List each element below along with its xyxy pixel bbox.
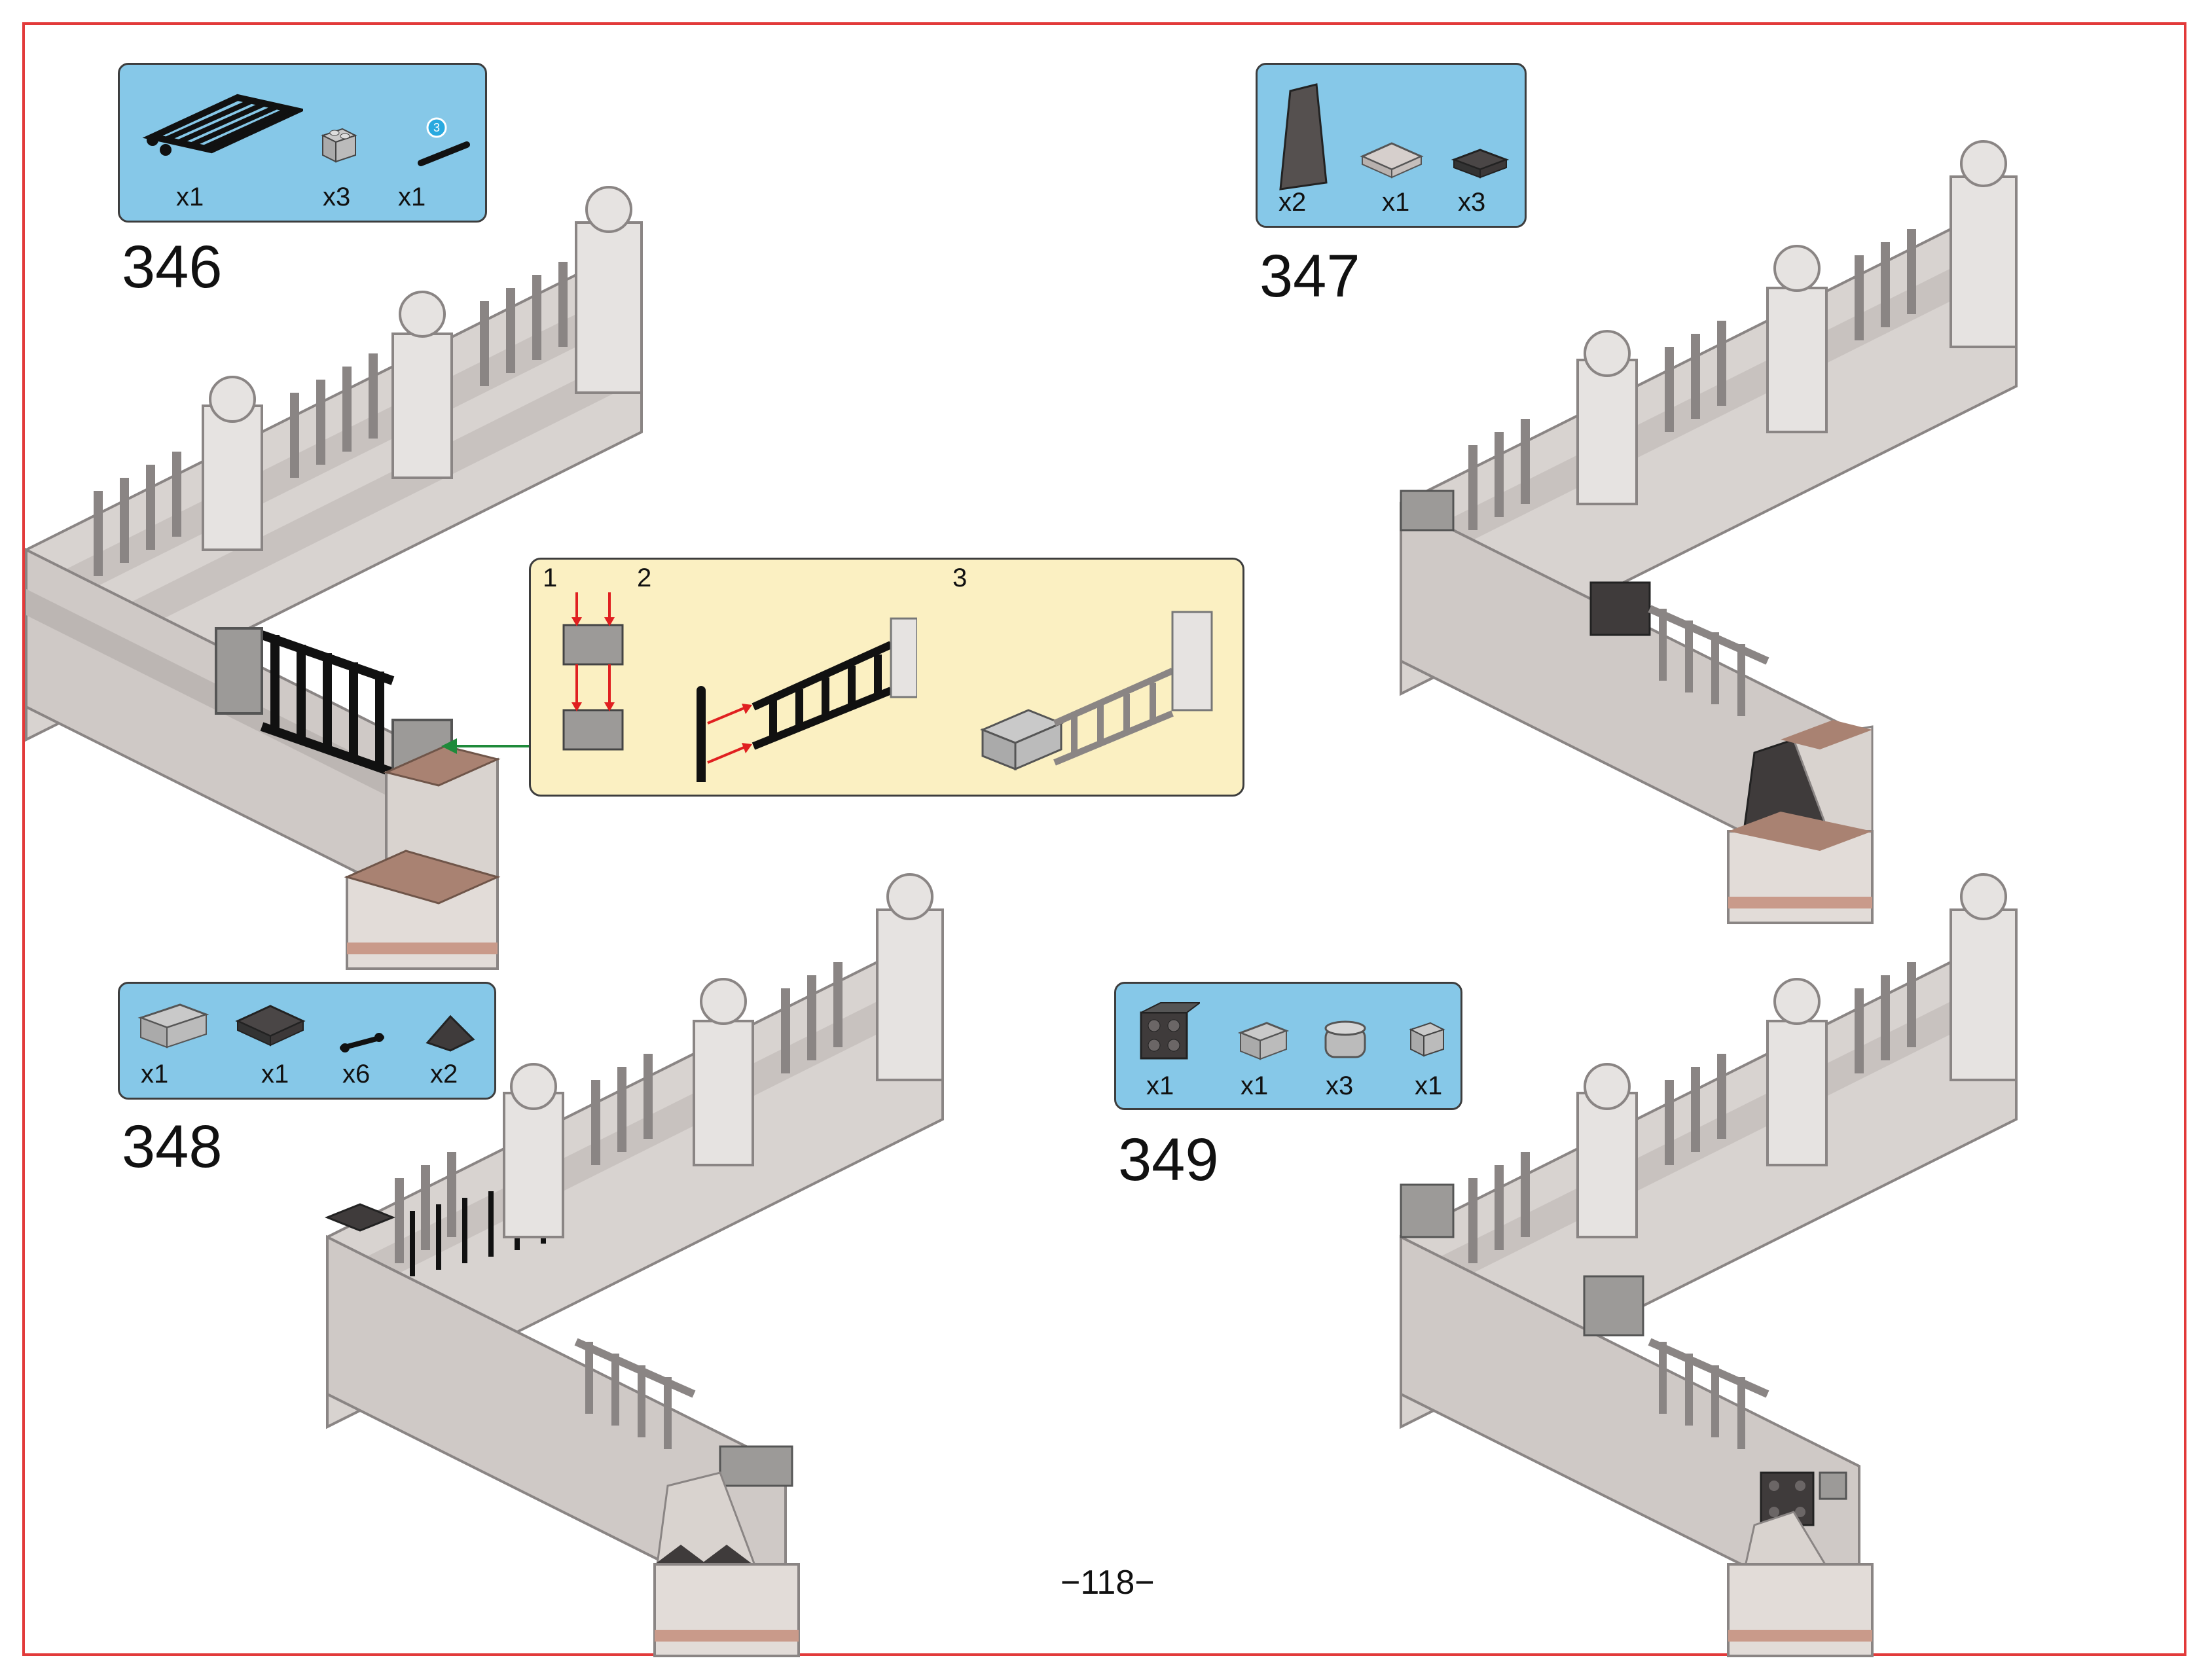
part-qty: x3 xyxy=(1326,1071,1354,1100)
step-number: 347 xyxy=(1260,243,1360,310)
step-number: 349 xyxy=(1118,1126,1219,1193)
black-bar-icon: 3 xyxy=(418,117,470,166)
substep-number: 2 xyxy=(637,564,652,592)
part-qty: x3 xyxy=(323,183,351,211)
fence-model-348 xyxy=(324,873,944,1657)
parts-box-347: x2 x1 x3 xyxy=(1256,63,1527,228)
black-fence-gate-icon xyxy=(142,94,303,156)
grey-brick-1x2-icon xyxy=(1237,1022,1290,1060)
step-number: 348 xyxy=(122,1113,223,1180)
part-qty: x1 xyxy=(398,183,426,211)
dark-slope-cheese-icon xyxy=(426,1015,475,1052)
dark-grey-plate-2x2-icon xyxy=(235,1005,306,1047)
black-clip-icon xyxy=(340,1033,384,1052)
parts-box-349: x1 x1 x3 x1 xyxy=(1114,982,1462,1110)
bar-length-label: 3 xyxy=(433,121,440,134)
page-number: −118− xyxy=(1061,1564,1155,1602)
part-qty: x1 xyxy=(176,183,204,211)
callout-arrow xyxy=(441,738,530,754)
part-qty: x1 xyxy=(1241,1071,1269,1100)
dark-slope-icon xyxy=(1279,83,1328,190)
grey-brick-1x3-icon xyxy=(137,1003,209,1049)
parts-box-348: x1 x1 x6 x2 xyxy=(118,982,496,1100)
substep-number: 3 xyxy=(952,564,968,592)
grey-brick-clip-icon xyxy=(1409,1022,1445,1057)
substep-2-drawing xyxy=(697,617,917,782)
step-number: 346 xyxy=(122,234,223,300)
part-qty: x1 xyxy=(261,1060,289,1088)
fence-model-349 xyxy=(1400,873,2018,1657)
part-qty: x1 xyxy=(1382,188,1410,217)
parts-box-346: 3 x1 x3 x1 xyxy=(118,63,487,223)
part-qty: x6 xyxy=(342,1060,371,1088)
grey-round-brick-icon xyxy=(1324,1020,1366,1058)
part-qty: x1 xyxy=(141,1060,169,1088)
page-frame xyxy=(22,22,2186,1656)
dark-grey-plate-icon xyxy=(1451,149,1510,179)
substep-1-drawing xyxy=(562,592,624,751)
part-qty: x3 xyxy=(1458,188,1486,217)
light-grey-plate-2x2-icon xyxy=(1360,142,1424,179)
part-qty: x1 xyxy=(1415,1071,1443,1100)
substep-3-drawing xyxy=(980,611,1213,771)
fence-model-346 xyxy=(25,186,643,970)
part-qty: x2 xyxy=(1278,188,1307,217)
part-qty: x1 xyxy=(1146,1071,1174,1100)
subassembly-inset: 1 2 3 xyxy=(529,558,1244,797)
substep-number: 1 xyxy=(543,564,558,592)
fence-model-347 xyxy=(1400,140,2018,924)
part-qty: x2 xyxy=(430,1060,458,1088)
grey-brick-clip-icon xyxy=(321,128,357,163)
dark-bracket-icon xyxy=(1140,1002,1200,1060)
